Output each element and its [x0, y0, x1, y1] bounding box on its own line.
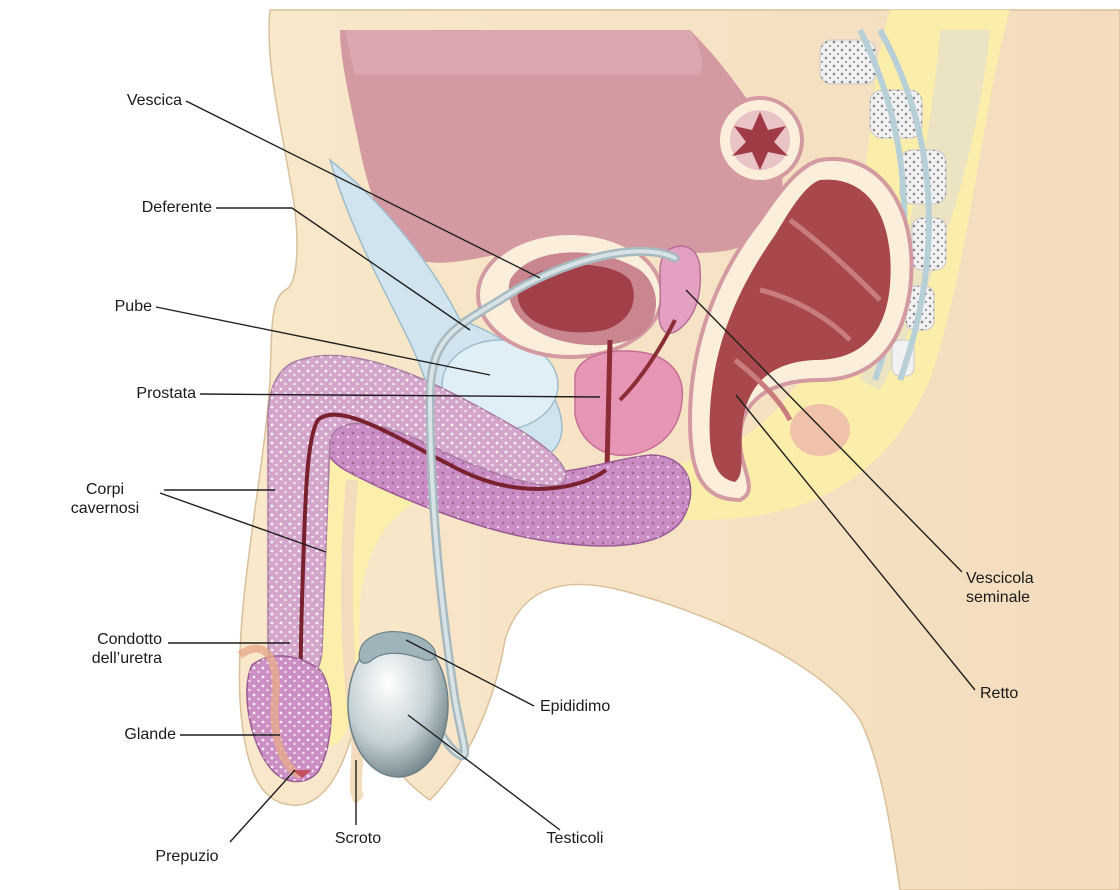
epididymis: [358, 630, 437, 664]
bladder-cavity: [340, 30, 783, 263]
label-condotto-uretra: Condotto dell’uretra: [91, 631, 162, 667]
label-testicoli: Testicoli: [546, 830, 604, 847]
label-vescica: Vescica: [126, 92, 182, 109]
label-deferente: Deferente: [141, 199, 212, 216]
prostate: [574, 350, 684, 457]
label-corpi-cavernosi: Corpi cavernosi: [70, 481, 140, 517]
label-prepuzio: Prepuzio: [155, 848, 219, 865]
spine: [720, 28, 990, 390]
label-prostata: Prostata: [136, 385, 196, 402]
label-epididimo: Epididimo: [540, 698, 611, 715]
label-pube: Pube: [114, 298, 152, 315]
label-glande: Glande: [124, 726, 176, 743]
label-retto: Retto: [980, 685, 1019, 702]
leader-lines: [155, 100, 976, 843]
seminal-vesicle: [658, 245, 702, 334]
intestine-loop: [716, 96, 804, 184]
label-scroto: Scroto: [334, 830, 382, 847]
label-vescicola-seminale: Vescicola seminale: [966, 570, 1034, 606]
